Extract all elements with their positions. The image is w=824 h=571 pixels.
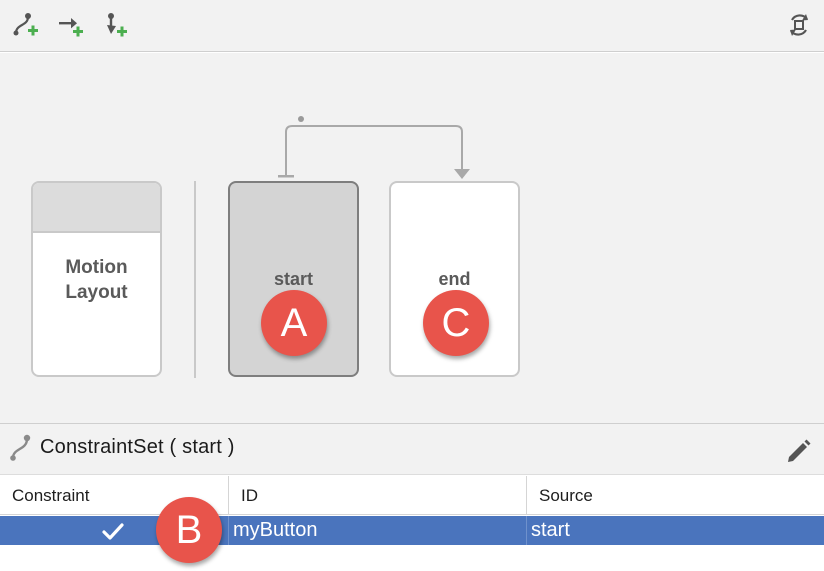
constraintset-icon [10, 434, 31, 461]
constraints-table: Constraint ID Source myButton start B [0, 476, 824, 571]
constraintset-header: ConstraintSet ( start ) [0, 423, 824, 475]
table-row[interactable]: myButton start [0, 516, 824, 545]
start-card-label: start [273, 269, 313, 289]
create-constraintset-icon[interactable] [101, 10, 131, 40]
motion-layout-label-line1: Motion [65, 257, 128, 278]
annotation-badge-c: C [423, 290, 489, 356]
end-card-label: end [438, 269, 471, 289]
column-separator [526, 476, 527, 515]
toolbar [0, 0, 824, 52]
pencil-icon[interactable] [783, 436, 813, 464]
annotation-badge-a: A [261, 290, 327, 356]
column-header-source[interactable]: Source [539, 486, 593, 505]
motion-layout-label-line2: Layout [65, 282, 128, 303]
motion-layout-label: Motion Layout [33, 255, 160, 305]
row-source-cell: start [531, 519, 570, 541]
motion-layout-card[interactable]: Motion Layout [31, 181, 162, 377]
table-header: Constraint ID Source [0, 476, 824, 515]
row-id-cell: myButton [233, 519, 318, 541]
cycle-sync-icon[interactable] [784, 10, 814, 40]
create-transition-icon[interactable] [11, 10, 41, 40]
motion-layout-card-header [33, 183, 160, 233]
check-icon [102, 523, 124, 540]
column-separator [526, 516, 527, 545]
column-separator [228, 476, 229, 515]
annotation-badge-b: B [156, 497, 222, 563]
column-header-id[interactable]: ID [241, 486, 258, 505]
motion-editor-canvas: Motion Layout start end A C [0, 53, 824, 423]
transition-link[interactable] [0, 53, 824, 423]
create-click-handler-icon[interactable] [56, 10, 86, 40]
canvas-divider [194, 181, 196, 378]
constraintset-title: ConstraintSet ( start ) [40, 436, 235, 458]
column-header-constraint[interactable]: Constraint [12, 486, 90, 505]
column-separator [228, 516, 229, 545]
